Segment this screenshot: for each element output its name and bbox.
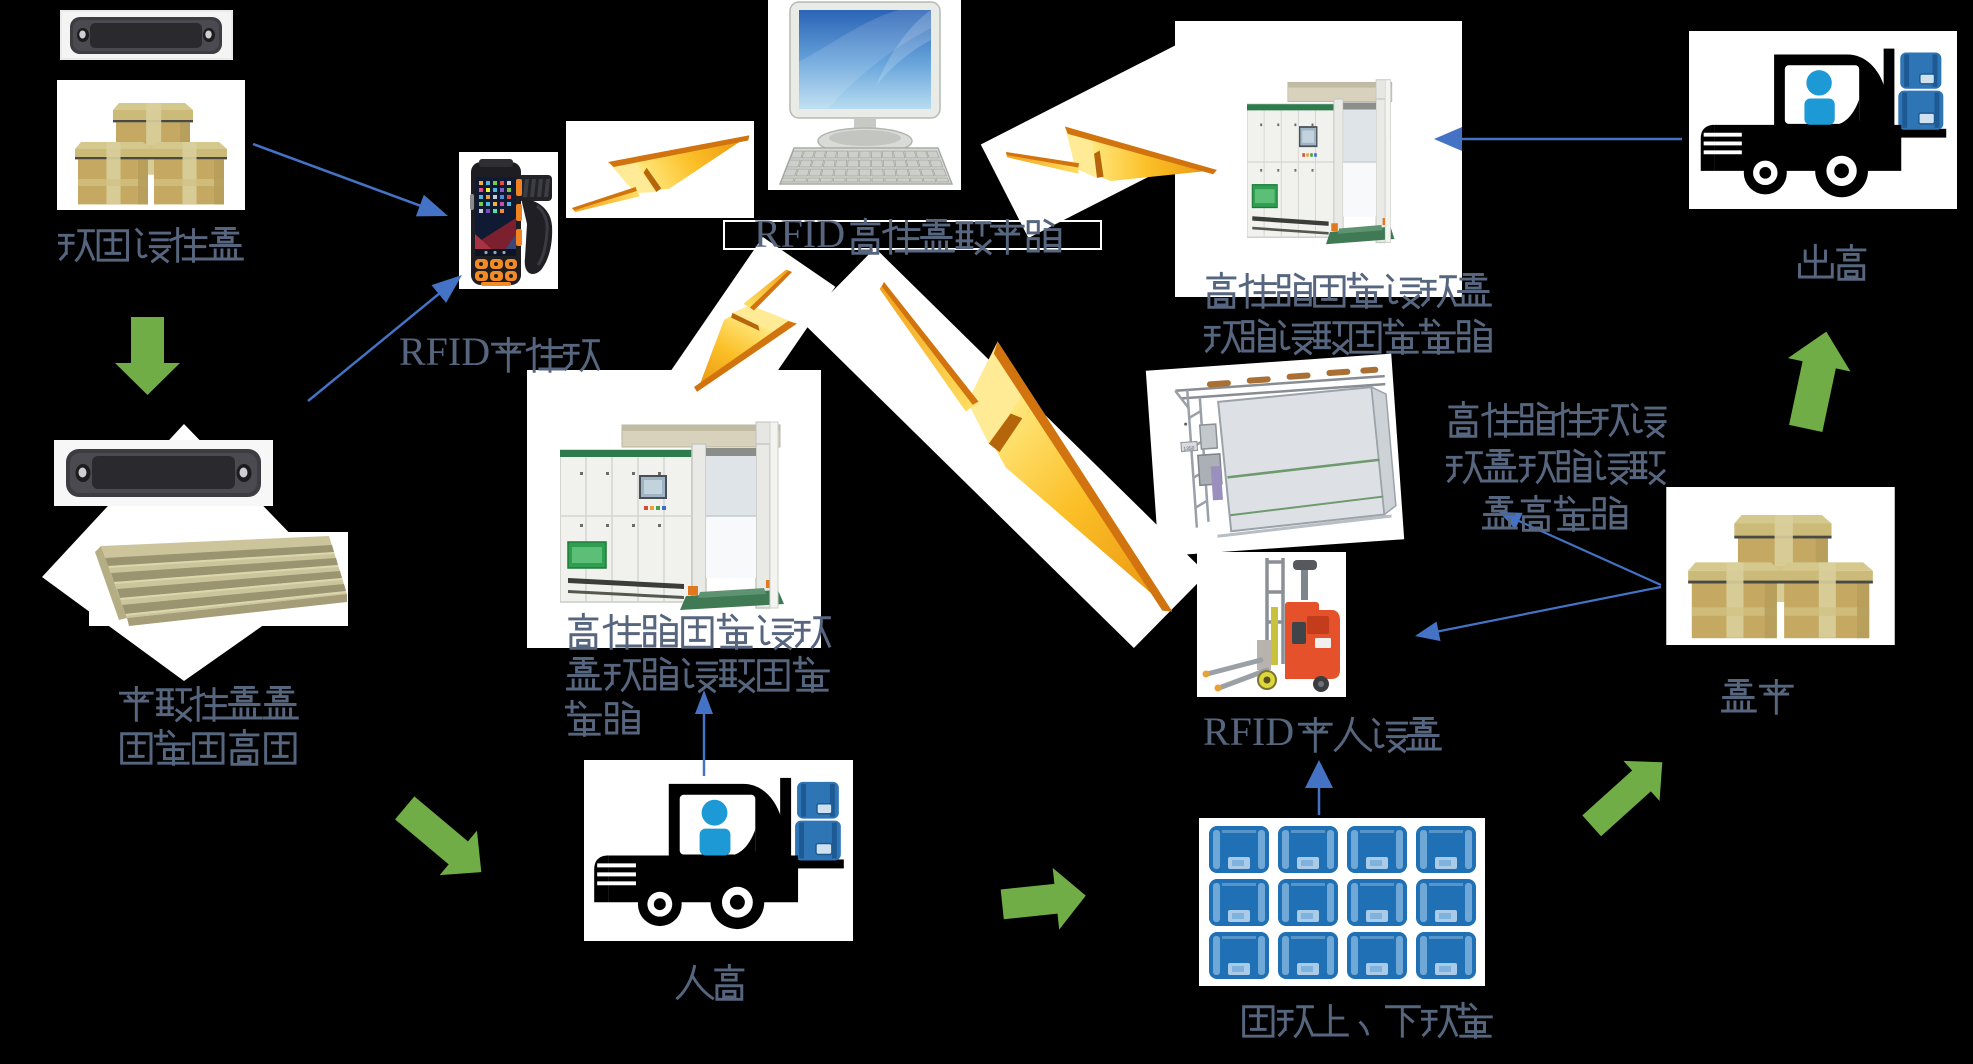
svg-text:RFID: RFID bbox=[1203, 709, 1294, 754]
svg-text:RFID: RFID bbox=[754, 211, 845, 256]
svg-text:RFID: RFID bbox=[399, 329, 490, 374]
svg-text:1350: 1350 bbox=[1183, 446, 1195, 453]
